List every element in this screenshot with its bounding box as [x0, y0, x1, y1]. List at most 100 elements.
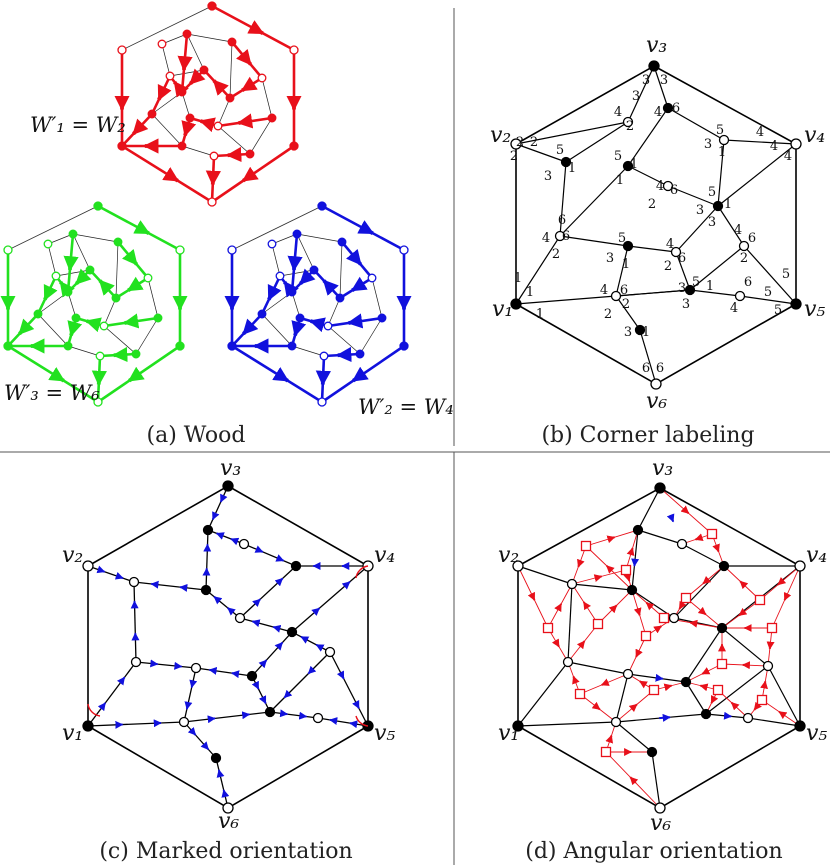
face-square	[648, 684, 660, 696]
corner-mark	[355, 565, 369, 579]
corner-label: 5	[692, 275, 700, 290]
red-arrow	[738, 607, 748, 617]
label-d-v5: v₅	[806, 721, 827, 746]
caption-c: (c) Marked orientation	[99, 839, 352, 864]
wood-red-inner-vertex	[267, 113, 277, 123]
graph-edge-16	[767, 665, 801, 727]
wood-blue-tree-edge-3-edge	[231, 344, 323, 404]
wood-red-outer-vertex	[207, 1, 217, 11]
wood-green-tree-edge-12-head	[123, 313, 140, 329]
graph-edge-29	[615, 289, 691, 297]
face-square	[754, 594, 766, 606]
blue-arrow	[631, 558, 640, 567]
wood-red-tree-edge-8-edge	[121, 113, 153, 147]
graph-edge-26	[705, 665, 769, 715]
wood-green-tree-edge-5-edge	[66, 233, 75, 293]
blue-arrow	[341, 581, 351, 590]
blue-arrow	[227, 607, 236, 616]
corner-label: 1	[630, 157, 638, 172]
wood-blue-tree-edge-7-head	[267, 283, 282, 301]
wood-red-inner-edge	[229, 41, 233, 99]
wood-red-tree-edge-18-edge	[231, 41, 263, 79]
wood-red-tree-edge-0-head	[247, 20, 265, 35]
face-square	[592, 618, 604, 630]
terminal-vertex-v6	[650, 378, 662, 390]
corner-label: 1	[622, 257, 630, 272]
corner-label: 3	[544, 169, 552, 184]
wood-blue-tree-edge-3-head	[272, 367, 290, 383]
red-arrow	[653, 625, 663, 634]
wood-red-tree-edge-8-head	[132, 118, 149, 136]
inner-vertex	[130, 656, 142, 668]
wood-red-tree-edge-6-head	[173, 80, 189, 98]
panel-d-angular-orientation	[512, 482, 806, 814]
blue-arrow	[272, 624, 282, 633]
wood-blue-inner-edge	[339, 241, 343, 299]
blue-arrow	[251, 619, 261, 628]
graph-edge-4	[517, 565, 573, 585]
graph-edge-11	[133, 581, 137, 663]
wood-green-tree-edge-10-head	[98, 279, 115, 296]
hex-outline	[87, 485, 369, 809]
wood-red-tree-edge-0-edge	[211, 4, 295, 52]
blue-arrow	[274, 641, 284, 651]
graph-edge-22	[269, 711, 319, 719]
red-arrow	[710, 694, 719, 704]
graph-edge-5	[133, 581, 207, 591]
terminal-vertex-v5	[790, 298, 802, 310]
corner-label: 3	[696, 203, 704, 218]
red-arrow	[753, 701, 762, 711]
wood-red-tree-edge-12-head	[237, 113, 254, 129]
graph-edge-20	[689, 245, 745, 291]
inner-vertex	[210, 752, 222, 764]
terminal-vertex-v1	[512, 720, 524, 732]
red-arrow	[572, 675, 580, 685]
red-arrow	[591, 701, 601, 711]
inner-vertex	[668, 612, 680, 624]
wood-red-tree-edge-10-edge	[203, 69, 231, 99]
corner-label: 2	[626, 119, 634, 134]
corner-mark	[87, 703, 101, 717]
graph-edge-19	[615, 673, 629, 723]
wood-green-tree-edge-2-head	[127, 366, 145, 383]
corner-label: 4	[600, 283, 608, 298]
corner-label: 4	[542, 231, 550, 246]
corner-label: 6	[562, 229, 570, 244]
wood-blue-tree-edge-8-head	[242, 318, 259, 336]
graph-edge-7	[627, 107, 669, 167]
inner-vertex	[676, 538, 688, 550]
wood-blue-tree-edge-6-head	[283, 280, 299, 298]
graph-edge-13	[559, 165, 629, 237]
red-arrow	[605, 734, 614, 744]
inner-vertex	[684, 284, 696, 296]
graph-edge-23	[317, 717, 369, 727]
graph-edge-9	[667, 185, 719, 207]
wood-green-inner-edge	[37, 313, 69, 347]
face-square	[680, 592, 692, 604]
graph-edge-4	[565, 121, 629, 163]
corner-label: 6	[656, 361, 664, 376]
red-arrow	[582, 601, 591, 611]
blue-arrow	[336, 670, 345, 680]
label-w3-w6: W′₃ = W₆	[4, 381, 100, 405]
face-square	[712, 684, 724, 696]
wood-red-inner-vertex	[185, 113, 195, 123]
corner-label: 4	[666, 237, 674, 252]
graph-edge-21	[251, 675, 271, 713]
inner-vertex	[200, 584, 212, 596]
wood-blue-inner-edge	[327, 297, 341, 327]
wood-green-inner-edge	[47, 233, 74, 245]
inner-vertex	[566, 578, 578, 590]
graph-edge-6	[205, 529, 209, 591]
inner-vertex	[290, 560, 302, 572]
wood-green-tree-edge-0-edge	[97, 204, 181, 252]
wood-blue-inner-vertex	[367, 273, 377, 283]
wood-green-inner-vertex	[153, 313, 163, 323]
graph-edge-18	[717, 205, 745, 247]
graph-edge-14	[559, 235, 629, 247]
graph-edge-25	[615, 295, 641, 331]
wood-red-tree-edge-10-head	[212, 79, 229, 96]
red-arrow	[527, 591, 536, 601]
inner-vertex	[734, 290, 746, 302]
corner-label: 5	[774, 303, 782, 318]
